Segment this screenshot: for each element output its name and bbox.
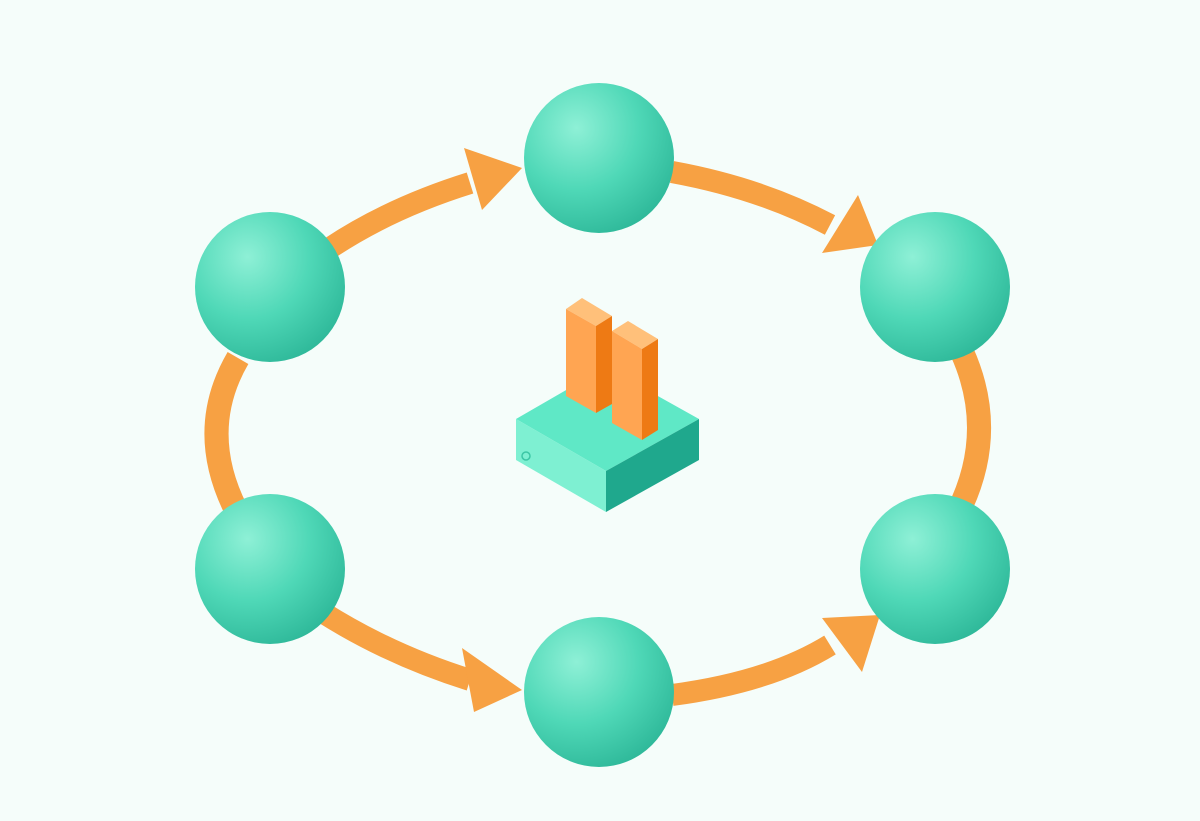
node-upper-left [195, 212, 345, 362]
node-upper-right [860, 212, 1010, 362]
bar-1-front [566, 309, 596, 413]
connector-left [204, 351, 249, 516]
arrow-left-to-top [323, 148, 522, 258]
arrow-bottom-to-bottomright [670, 615, 880, 706]
bar-2-front [612, 331, 642, 440]
base-left [516, 419, 606, 512]
arrow-bottomleft-to-bottom [316, 602, 522, 712]
arrows [316, 148, 880, 712]
node-lower-right [860, 494, 1010, 644]
pause-on-base-icon [516, 298, 699, 512]
node-bottom [524, 617, 674, 767]
base-top [516, 367, 699, 471]
nodes [195, 83, 1010, 767]
ring-connectors [204, 347, 991, 518]
bar-1-top [566, 298, 612, 326]
arrow-top-to-right [670, 161, 878, 253]
bar-2-top [612, 321, 658, 349]
bar-1-side [596, 316, 612, 413]
node-top [524, 83, 674, 233]
node-lower-left [195, 494, 345, 644]
connector-right [947, 347, 991, 518]
base-right [606, 419, 699, 512]
bar-2-side [642, 339, 658, 440]
